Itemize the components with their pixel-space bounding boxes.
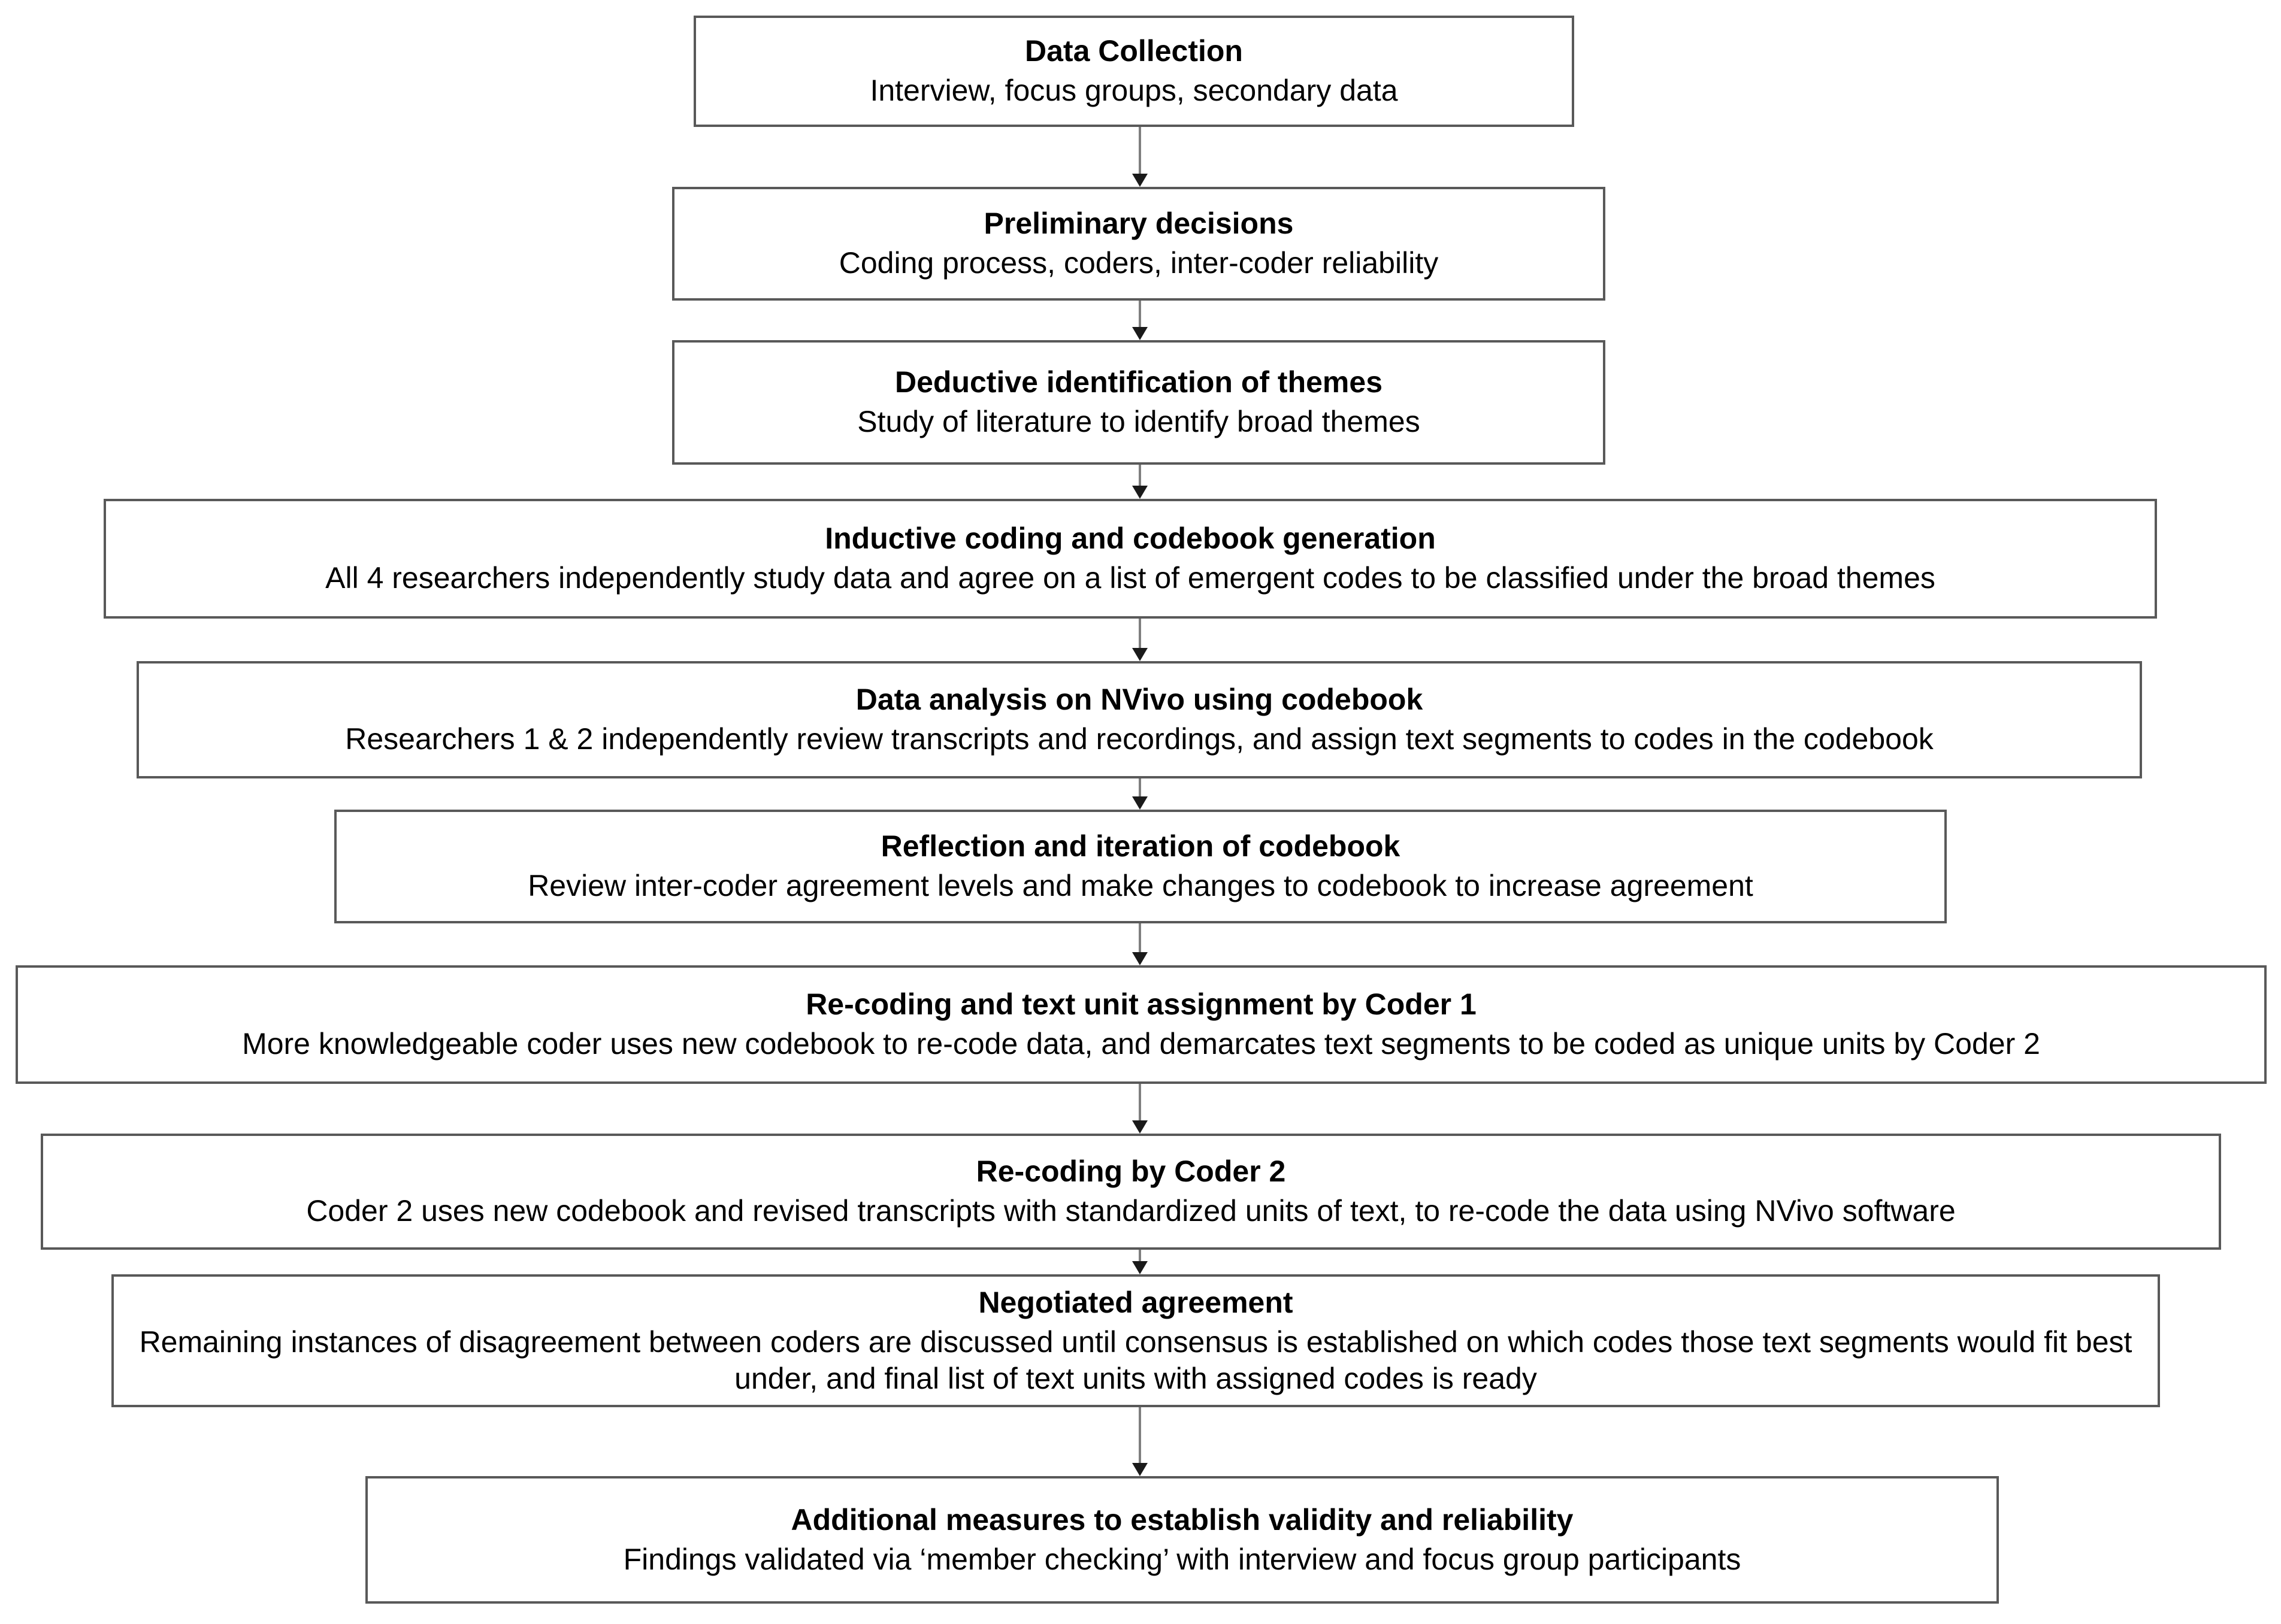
connector-line [1139,1250,1141,1262]
node-description: Coder 2 uses new codebook and revised tr… [306,1194,1956,1228]
arrow-down-icon [1132,174,1148,187]
flow-node-additional-measures-to-establish-validity-and-reliability: Additional measures to establish validit… [365,1476,1999,1604]
connector-line [1139,619,1141,649]
node-title: Preliminary decisions [984,207,1294,240]
node-title: Re-coding and text unit assignment by Co… [806,987,1477,1021]
node-title: Inductive coding and codebook generation [825,522,1436,555]
arrow-down-icon [1132,327,1148,340]
arrow-down-icon [1132,1261,1148,1274]
connector-line [1139,1407,1141,1464]
connector-line [1139,1084,1141,1122]
connector-line [1139,127,1141,175]
node-title: Data Collection [1025,34,1243,68]
arrow-down-icon [1132,796,1148,810]
node-description: Study of literature to identify broad th… [857,405,1420,438]
arrow-down-icon [1132,952,1148,965]
flow-node-inductive-coding-and-codebook-generation: Inductive coding and codebook generation… [104,499,2157,619]
connector-line [1139,301,1141,328]
arrow-down-icon [1132,1120,1148,1134]
node-title: Re-coding by Coder 2 [976,1155,1286,1188]
node-title: Negotiated agreement [978,1285,1293,1319]
connector-line [1139,465,1141,487]
node-title: Additional measures to establish validit… [791,1502,1574,1537]
node-title: Data analysis on NVivo using codebook [855,683,1423,716]
node-title: Reflection and iteration of codebook [881,829,1400,863]
node-description: Researchers 1 & 2 independently review t… [345,722,1934,756]
arrow-down-icon [1132,486,1148,499]
flow-node-re-coding-by-coder-2: Re-coding by Coder 2 Coder 2 uses new cod… [41,1134,2221,1250]
connector-line [1139,778,1141,798]
node-description: Findings validated via ‘member checking’… [623,1542,1741,1576]
connector-line [1139,923,1141,953]
node-description: Review inter-coder agreement levels and … [528,869,1753,902]
node-title: Deductive identification of themes [894,365,1382,399]
node-description: Coding process, coders, inter-coder reli… [839,246,1439,280]
arrow-down-icon [1132,648,1148,661]
node-description: Remaining instances of disagreement betw… [139,1325,2132,1395]
node-description: More knowledgeable coder uses new codebo… [242,1027,2040,1061]
node-description: All 4 researchers independently study da… [325,561,1935,595]
arrow-down-icon [1132,1463,1148,1476]
node-description: Interview, focus groups, secondary data [870,74,1398,107]
flow-node-re-coding-and-text-unit-assignment-by-coder-1: Re-coding and text unit assignment by Co… [16,965,2267,1084]
